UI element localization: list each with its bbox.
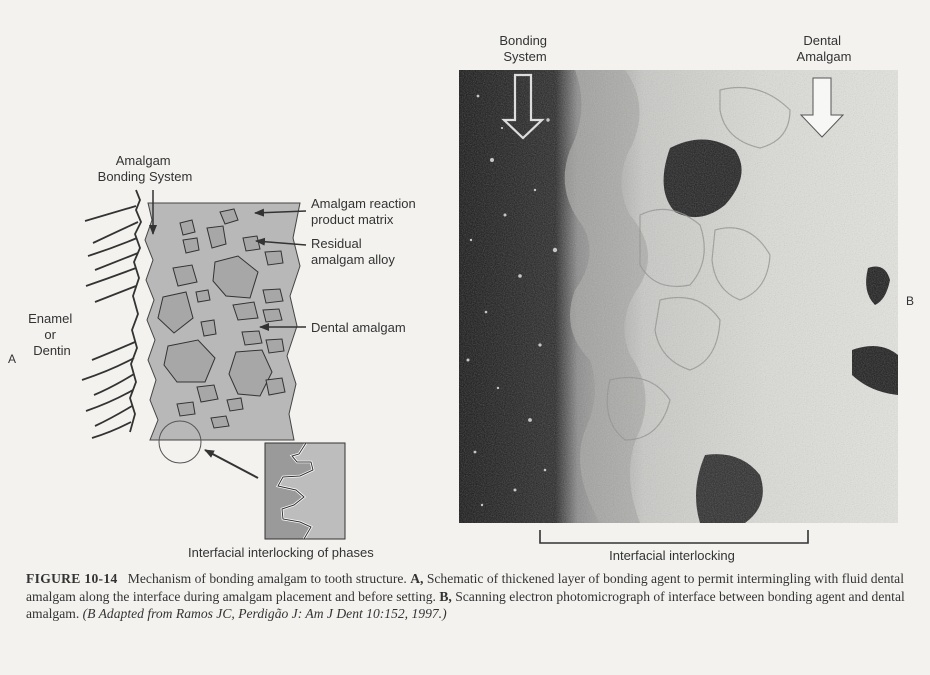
label-enamel-dentin: Enamel or Dentin	[28, 311, 76, 358]
caption-panel-a: A,	[410, 571, 423, 586]
panel-b-micrograph: Bonding System Dental Amalgam Interfacia…	[459, 33, 914, 563]
panel-b-letter: B	[906, 294, 914, 308]
label-dental-amalgam-b: Dental Amalgam	[797, 33, 852, 64]
caption-reference: (B Adapted from Ramos JC, Perdigão J: Am…	[83, 606, 447, 621]
inset-pointer-arrow	[205, 450, 258, 478]
label-residual-alloy: Residual amalgam alloy	[311, 236, 395, 267]
caption-text-1: Mechanism of bonding amalgam to tooth st…	[128, 571, 407, 586]
label-interfacial-interlocking: Interfacial interlocking	[609, 548, 735, 563]
panel-a-schematic: Amalgam Bonding System Amalgam reaction …	[8, 153, 419, 560]
interlocking-inset	[265, 443, 345, 539]
label-interlocking-phases: Interfacial interlocking of phases	[188, 545, 374, 560]
caption-figure-number: FIGURE 10-14	[26, 571, 118, 586]
label-dental-amalgam-a: Dental amalgam	[311, 320, 406, 335]
panel-a-letter: A	[8, 352, 16, 366]
interlocking-bracket	[540, 530, 808, 543]
figure: Amalgam Bonding System Amalgam reaction …	[0, 0, 930, 565]
figure-caption: FIGURE 10-14 Mechanism of bonding amalga…	[26, 570, 916, 623]
label-bonding-system-a: Amalgam Bonding System	[98, 153, 193, 184]
label-reaction-product: Amalgam reaction product matrix	[311, 196, 419, 227]
enamel-dentin-tags	[82, 190, 141, 438]
caption-panel-b: B,	[439, 589, 451, 604]
label-bonding-system-b: Bonding System	[499, 33, 550, 64]
